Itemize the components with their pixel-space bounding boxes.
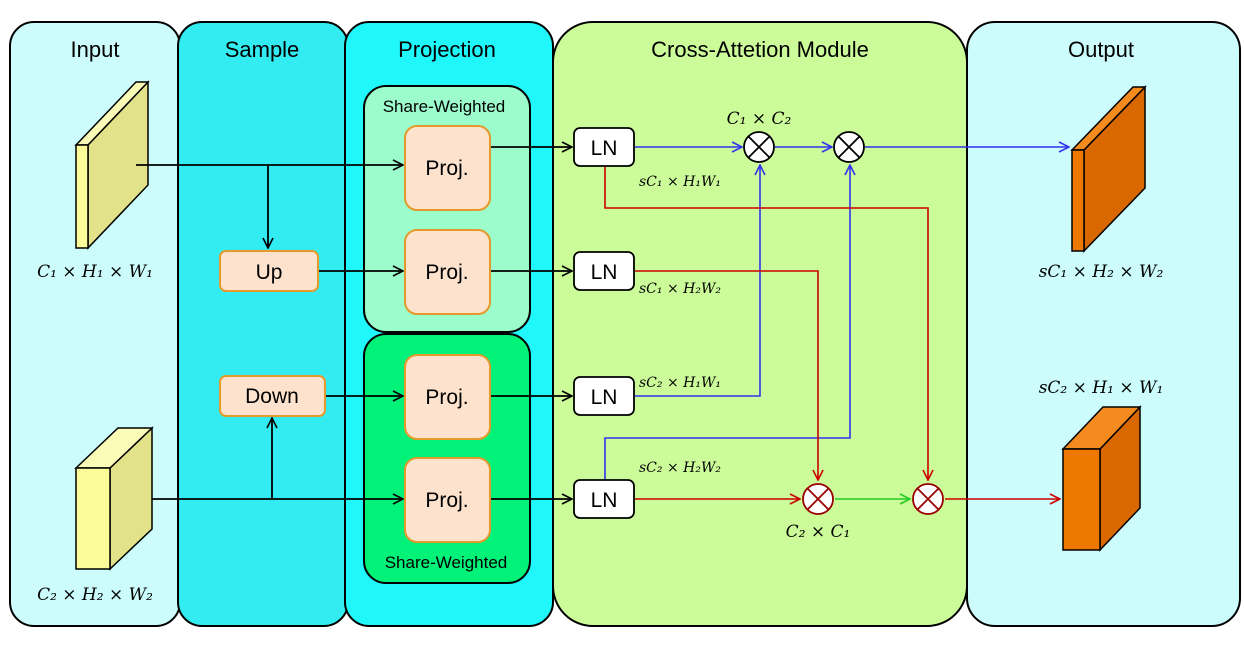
- proj-block-2: Proj.: [404, 229, 491, 315]
- ln-block-2: LN: [573, 251, 635, 291]
- ln-label-3: LN: [591, 386, 618, 409]
- down-label: Down: [245, 385, 299, 408]
- proj-label-4: Proj.: [425, 489, 468, 512]
- output-bottom-dims: sC₂ × H₁ × W₁: [1039, 378, 1164, 398]
- input-title: Input: [71, 37, 120, 62]
- down-block: Down: [219, 375, 326, 417]
- proj-label-1: Proj.: [425, 157, 468, 180]
- input-top-dims: C₁ × H₁ × W₁: [37, 262, 153, 282]
- ln-block-4: LN: [573, 479, 635, 519]
- sample-panel: [177, 21, 349, 627]
- output-title: Output: [1068, 37, 1134, 62]
- output-cube-bottom: [1061, 405, 1142, 552]
- ln2-dims: sC₁ × H₂W₂: [639, 281, 721, 297]
- red-ln2-to-mul3: [635, 270, 818, 480]
- ln-label-1: LN: [591, 137, 618, 160]
- ln-label-2: LN: [591, 261, 618, 284]
- proj-block-1: Proj.: [404, 125, 491, 211]
- blue-ln3-to-mul1: [635, 165, 760, 397]
- ln-block-1: LN: [573, 127, 635, 167]
- input-cube-bottom: [74, 426, 154, 571]
- output-panel: [966, 21, 1241, 627]
- ln4-dims: sC₂ × H₂W₂: [639, 460, 721, 476]
- input-cube-top: [74, 80, 150, 250]
- sample-title: Sample: [225, 37, 300, 62]
- ln3-dims: sC₂ × H₁W₁: [639, 375, 721, 391]
- ln-block-3: LN: [573, 376, 635, 416]
- proj-block-3: Proj.: [404, 354, 491, 440]
- matmul-node-bottom-2: [912, 483, 944, 515]
- top-share-label: Share-Weighted: [383, 97, 506, 116]
- output-top-dims: sC₁ × H₂ × W₂: [1039, 262, 1164, 282]
- blue-ln4-to-mul2: [604, 165, 850, 480]
- blue-flows: [604, 147, 1069, 480]
- red-ln1-to-mul4: [604, 166, 928, 480]
- cross-attention-title: Cross-Attetion Module: [651, 37, 869, 62]
- matmul-node-top-2: [833, 131, 865, 163]
- matmul-node-bottom-1: [802, 483, 834, 515]
- proj-label-3: Proj.: [425, 386, 468, 409]
- proj-block-4: Proj.: [404, 457, 491, 543]
- matmul-node-top-1: [743, 131, 775, 163]
- ln1-dims: sC₁ × H₁W₁: [639, 174, 721, 190]
- proj-label-2: Proj.: [425, 261, 468, 284]
- ln-label-4: LN: [591, 489, 618, 512]
- bottom-share-label: Share-Weighted: [385, 553, 508, 572]
- mul-bottom-dims: C₂ × C₁: [786, 522, 851, 542]
- output-cube-top: [1070, 85, 1147, 253]
- projection-title: Projection: [398, 37, 496, 62]
- up-block: Up: [219, 250, 319, 292]
- input-bottom-dims: C₂ × H₂ × W₂: [37, 585, 153, 605]
- up-label: Up: [256, 261, 283, 284]
- red-flows: [604, 166, 1060, 499]
- black-connectors: [136, 147, 572, 499]
- mul-top-dims: C₁ × C₂: [727, 109, 792, 129]
